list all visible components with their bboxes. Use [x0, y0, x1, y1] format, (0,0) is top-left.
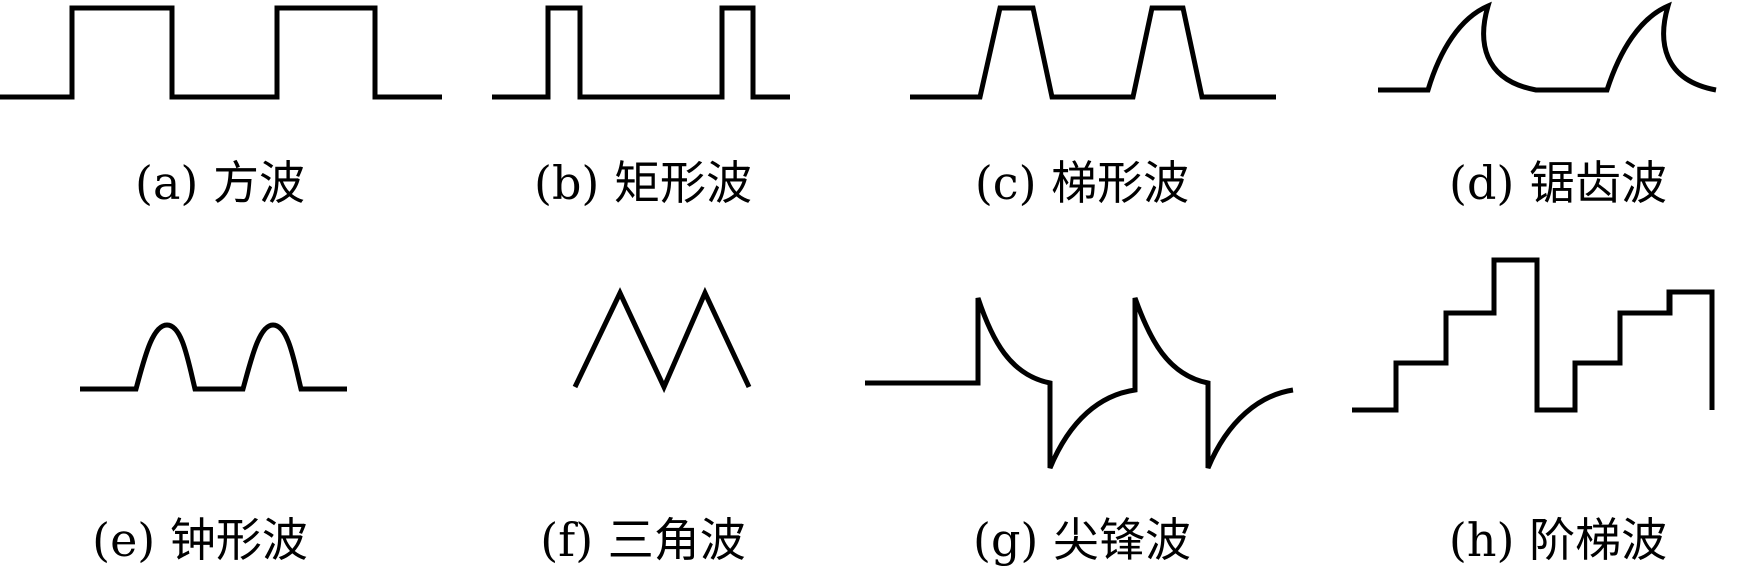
sawtooth-wave-trace: [1378, 1, 1717, 93]
caption-rectangular-wave: (b) 矩形波: [534, 156, 752, 210]
panel-bell-wave: (e) 钟形波: [80, 322, 347, 567]
rectangular-wave-trace: [492, 5, 790, 100]
staircase-wave-trace-second: [1572, 289, 1715, 410]
caption-trapezoidal-wave: (c) 梯形波: [975, 156, 1189, 210]
triangle-wave-trace: [572, 286, 752, 394]
panel-spike-wave: (g) 尖锋波: [865, 297, 1294, 567]
caption-spike-wave: (g) 尖锋波: [973, 513, 1191, 567]
caption-square-wave: (a) 方波: [135, 156, 305, 210]
caption-staircase-wave: (h) 阶梯波: [1449, 513, 1667, 567]
panel-trapezoidal-wave: (c) 梯形波: [910, 5, 1276, 210]
caption-triangle-wave: (f) 三角波: [540, 513, 746, 567]
panel-staircase-wave: (h) 阶梯波: [1352, 257, 1715, 567]
caption-sawtooth-wave: (d) 锯齿波: [1449, 156, 1667, 210]
panel-triangle-wave: (f) 三角波: [540, 286, 752, 567]
panel-rectangular-wave: (b) 矩形波: [492, 5, 790, 210]
panel-square-wave: (a) 方波: [0, 5, 442, 210]
trapezoidal-wave-trace: [910, 5, 1276, 100]
square-wave-trace: [0, 5, 442, 100]
panel-sawtooth-wave: (d) 锯齿波: [1378, 1, 1717, 210]
spike-wave-trace: [865, 297, 1294, 469]
caption-bell-wave: (e) 钟形波: [92, 513, 308, 567]
bell-wave-trace: [80, 322, 347, 392]
